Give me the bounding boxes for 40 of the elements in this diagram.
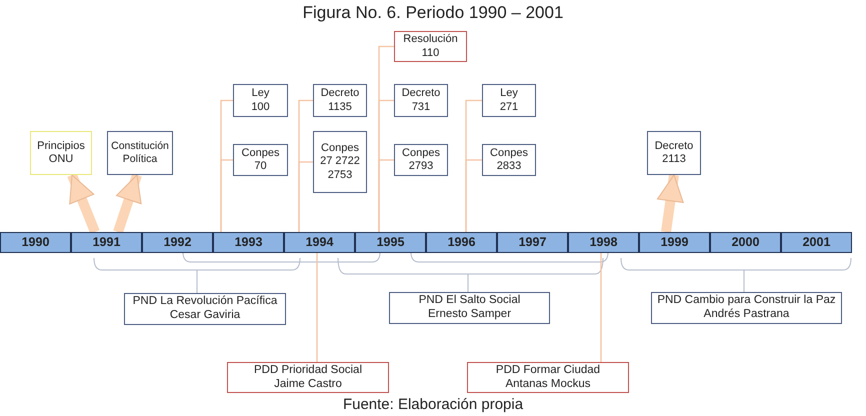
year-cell: 1997 [497,232,568,253]
block-arrow [657,174,684,233]
year-cell: 1993 [213,232,284,253]
document-box: Conpes 2793 [394,144,448,176]
document-box: PND La Revolución Pacífica Cesar Gaviria [124,293,286,325]
block-arrow [67,173,100,234]
block-arrow [113,173,142,234]
document-box: Conpes 2833 [482,144,536,176]
document-box: Ley 271 [482,84,536,117]
year-cell: 1990 [0,232,71,253]
connector-line [316,253,318,362]
year-cell: 1996 [426,232,497,253]
connector-line [465,159,482,232]
document-box: Conpes 70 [233,144,288,176]
document-box: Decreto 1135 [313,84,367,117]
document-box: PDD Prioridad Social Jaime Castro [227,362,389,393]
document-box: Principios ONU [30,131,92,175]
document-box: Constitución Política [107,131,173,175]
document-box: PND El Salto Social Ernesto Samper [389,292,550,324]
document-box: Decreto 731 [394,84,448,117]
document-box: PND Cambio para Construir la Paz Andrés Pastrana [651,292,842,324]
connector-line [220,159,233,232]
document-box: Resolución 110 [394,31,467,62]
document-box: Decreto 2113 [647,131,701,175]
source-caption: Fuente: Elaboración propia [342,396,524,413]
year-cell: 1998 [568,232,639,253]
connector-line [378,159,394,232]
connector-line [298,161,313,232]
document-box: PDD Formar Ciudad Antanas Mockus [467,362,629,393]
year-cell: 1994 [284,232,355,253]
figure-title: Figura No. 6. Periodo 1990 – 2001 [302,3,564,23]
year-cell: 2000 [710,232,781,253]
year-cell: 2001 [781,232,852,253]
year-cell: 1992 [142,232,213,253]
year-cell: 1991 [71,232,142,253]
year-cell: 1995 [355,232,426,253]
connector-line [600,253,602,362]
document-box: Conpes 27 2722 2753 [313,131,367,193]
document-box: Ley 100 [233,84,288,117]
year-cell: 1999 [639,232,710,253]
